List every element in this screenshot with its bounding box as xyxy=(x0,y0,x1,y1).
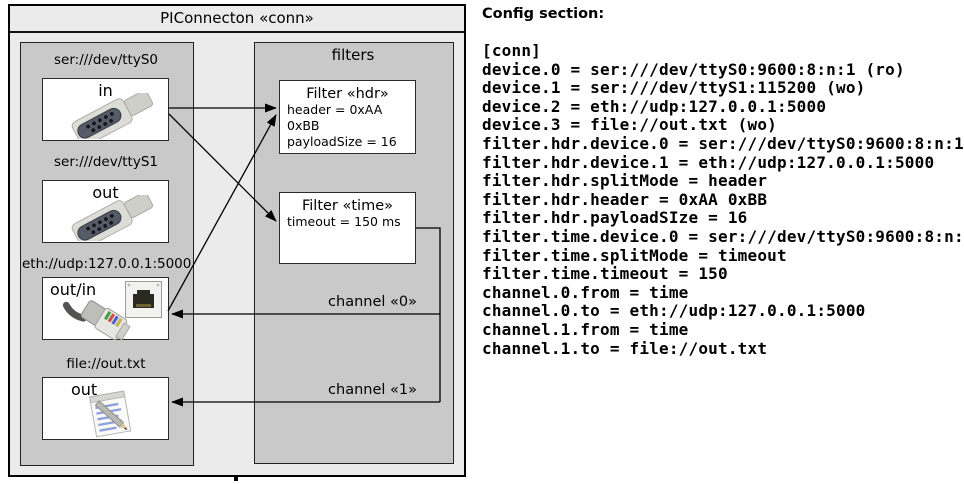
device-label-ttyS1: ser:///dev/ttyS1 xyxy=(54,154,158,170)
channel-1-label: channel «1» xyxy=(328,382,417,398)
config-heading: Config section: xyxy=(482,6,605,22)
channel-0-label: channel «0» xyxy=(328,294,417,310)
config-line: device.0 = ser:///dev/ttyS0:9600:8:n:1 (… xyxy=(482,59,905,79)
config-lines: [conn] device.0 = ser:///dev/ttyS0:9600:… xyxy=(482,41,964,358)
serial-connector-icon xyxy=(71,195,154,241)
config-line: filter.hdr.payloadSIze = 16 xyxy=(482,208,748,228)
config-line: filter.hdr.device.0 = ser:///dev/ttyS0:9… xyxy=(482,133,964,153)
device-label-file: file://out.txt xyxy=(66,356,146,372)
config-section: Config section: [conn] device.0 = ser://… xyxy=(482,6,964,358)
device-label-ttyS0: ser:///dev/ttyS0 xyxy=(54,52,158,68)
device-box-eth: out/in xyxy=(42,277,169,340)
device-mode-label: out xyxy=(92,183,119,202)
config-line: filter.hdr.device.1 = eth://udp:127.0.0.… xyxy=(482,152,935,172)
ethernet-plug-icon xyxy=(62,300,131,340)
device-mode-label: out/in xyxy=(50,280,97,299)
config-line: device.1 = ser:///dev/ttyS1:115200 (wo) xyxy=(482,78,866,98)
notepad-icon xyxy=(89,390,132,438)
serial-connector-icon xyxy=(71,93,154,139)
filter-time-box: Filter «time» timeout = 150 ms xyxy=(279,192,416,264)
filter-hdr-title: Filter «hdr» xyxy=(306,86,389,102)
config-line: channel.0.from = time xyxy=(482,282,689,302)
ethernet-jack-icon xyxy=(125,281,162,318)
config-line: device.2 = eth://udp:127.0.0.1:5000 xyxy=(482,96,827,116)
diagram-title: PIConnecton «conn» xyxy=(10,6,464,33)
device-box-ttyS0: in xyxy=(42,78,169,141)
config-line: filter.time.timeout = 150 xyxy=(482,264,728,284)
filter-attr-header: header = 0xAA 0xBB xyxy=(287,102,383,133)
device-box-ttyS1: out xyxy=(42,180,169,243)
device-mode-label: out xyxy=(71,380,98,399)
config-line: channel.1.to = file://out.txt xyxy=(482,338,768,358)
config-line: [conn] xyxy=(482,41,541,60)
filter-attr-timeout: timeout = 150 ms xyxy=(287,214,401,229)
config-line: device.3 = file://out.txt (wo) xyxy=(482,115,777,135)
filter-attr-payloadsize: payloadSize = 16 xyxy=(287,134,397,149)
config-line: channel.1.from = time xyxy=(482,319,689,339)
filters-panel-title: filters xyxy=(331,46,375,64)
config-line: filter.time.device.0 = ser:///dev/ttyS0:… xyxy=(482,226,964,246)
config-line: filter.hdr.splitMode = header xyxy=(482,171,768,191)
filter-time-title: Filter «time» xyxy=(301,198,394,214)
device-label-eth: eth://udp:127.0.0.1:5000 xyxy=(22,256,192,272)
filter-hdr-box: Filter «hdr» header = 0xAA 0xBB payloadS… xyxy=(279,80,416,154)
config-line: filter.hdr.header = 0xAA 0xBB xyxy=(482,189,768,209)
config-line: channel.0.to = eth://udp:127.0.0.1:5000 xyxy=(482,301,866,321)
bottom-connector-stub xyxy=(234,475,238,481)
device-box-file: out xyxy=(42,377,169,440)
device-mode-label: in xyxy=(98,81,113,100)
config-line: filter.time.splitMode = timeout xyxy=(482,245,787,265)
